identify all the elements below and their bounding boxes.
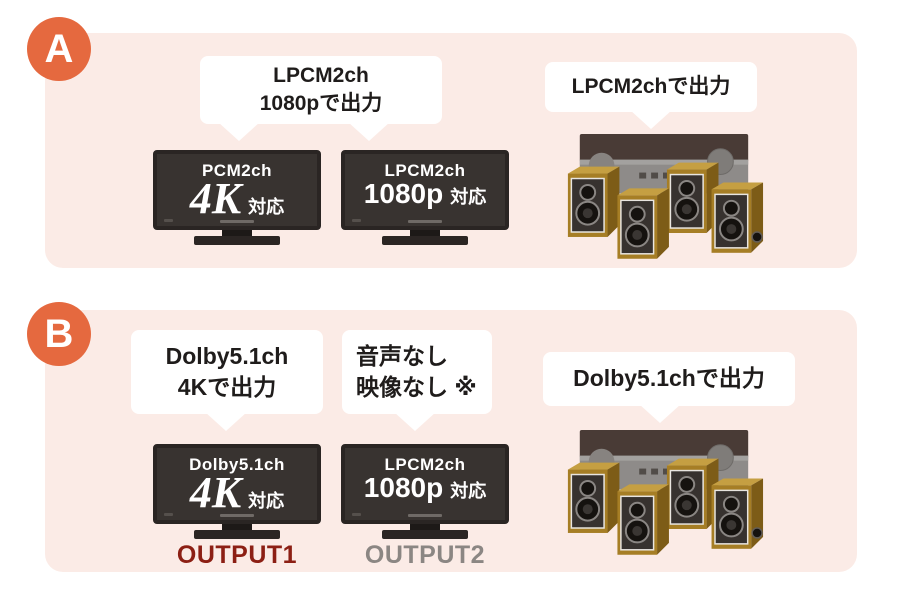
- bubble-b-tv2-line2: 映像なし ※: [356, 374, 477, 400]
- tv-b2-resolution-suffix: 対応: [450, 481, 487, 501]
- section-b-badge: B: [27, 302, 91, 366]
- output1-label: OUTPUT1: [176, 541, 298, 569]
- tv-a2-signal-label: LPCM2ch: [384, 161, 466, 180]
- tv-a2-resolution-suffix: 対応: [450, 187, 487, 207]
- tv-illustration: LPCM2ch 1080p 対応: [341, 150, 509, 230]
- tv-stand-neck: [410, 524, 440, 531]
- tv-b1-signal-label: Dolby5.1ch: [189, 455, 285, 474]
- bubble-a-tv-line1: LPCM2ch: [273, 63, 369, 87]
- tv-brand-mark: [164, 219, 173, 222]
- tv-b1-4k-output1: Dolby5.1ch 4K 対応: [153, 444, 321, 539]
- tv-illustration: Dolby5.1ch 4K 対応: [153, 444, 321, 524]
- tv-stand-neck: [410, 230, 440, 237]
- tv-speaker-bar: [408, 514, 442, 517]
- bubble-b-audio-output: Dolby5.1chで出力: [543, 352, 795, 423]
- tv-stand-base: [194, 236, 280, 245]
- speaker-system-svg: [558, 128, 768, 261]
- tv-a1-signal-label: PCM2ch: [201, 161, 273, 180]
- tv-b1-resolution: 4K 対応: [190, 471, 284, 515]
- section-a-badge: A: [27, 17, 91, 81]
- bubble-b-tv1-line1: Dolby5.1ch: [165, 342, 289, 369]
- bubble-tail-right: [348, 122, 390, 141]
- speaker-system-illustration: [558, 128, 768, 266]
- tv-speaker-bar: [220, 220, 254, 223]
- bubble-tail: [630, 110, 672, 129]
- tv-b1-resolution-suffix: 対応: [248, 491, 285, 511]
- bubble-a-tv-line2: 1080pで出力: [259, 92, 383, 115]
- tv-speaker-bar: [220, 514, 254, 517]
- tv-stand-neck: [222, 230, 252, 237]
- tv-b2-signal-label: LPCM2ch: [384, 455, 466, 474]
- output2-label: OUTPUT2: [364, 541, 486, 569]
- bubble-tail: [639, 404, 681, 423]
- tv-a2-1080p: LPCM2ch 1080p 対応: [341, 150, 509, 245]
- speaker-system-svg: [558, 424, 768, 557]
- bubble-b-tv1-line2: 4Kで出力: [177, 374, 277, 400]
- tv-stand-base: [382, 236, 468, 245]
- tv-stand-neck: [222, 524, 252, 531]
- tv-a1-4k: PCM2ch 4K 対応: [153, 150, 321, 245]
- tv-brand-mark: [352, 513, 361, 516]
- bubble-a-tv-output: LPCM2ch 1080pで出力: [200, 56, 442, 141]
- tv-b2-resolution-big: 1080p: [363, 472, 444, 503]
- tv-brand-mark: [164, 513, 173, 516]
- bubble-tail: [205, 412, 247, 431]
- tv-b2-resolution: 1080p 対応: [364, 471, 486, 505]
- bubble-a-audio-line1: LPCM2chで出力: [571, 74, 731, 98]
- tv-illustration: PCM2ch 4K 対応: [153, 150, 321, 230]
- section-a-badge-letter: A: [44, 26, 74, 71]
- section-b-badge-letter: B: [44, 311, 74, 356]
- tv-stand-base: [194, 530, 280, 539]
- tv-a2-resolution: 1080p 対応: [364, 177, 486, 211]
- bubble-a-audio-output: LPCM2chで出力: [545, 62, 757, 129]
- tv-speaker-bar: [408, 220, 442, 223]
- tv-b2-1080p-output2: LPCM2ch 1080p 対応: [341, 444, 509, 539]
- tv-a1-resolution: 4K 対応: [190, 177, 284, 221]
- tv-stand-base: [382, 530, 468, 539]
- tv-brand-mark: [352, 219, 361, 222]
- speaker-system-illustration: [558, 424, 768, 562]
- bubble-b-tv2-no-signal: 音声なし 映像なし ※: [342, 330, 492, 431]
- bubble-b-tv2-line1: 音声なし: [356, 342, 448, 369]
- bubble-b-tv1-output: Dolby5.1ch 4Kで出力: [131, 330, 323, 431]
- tv-a2-resolution-big: 1080p: [363, 178, 444, 209]
- tv-illustration: LPCM2ch 1080p 対応: [341, 444, 509, 524]
- tv-a1-resolution-big: 4K: [189, 174, 242, 223]
- bubble-b-audio-line1: Dolby5.1chで出力: [573, 365, 765, 392]
- bubble-tail: [394, 412, 436, 431]
- tv-a1-resolution-suffix: 対応: [248, 197, 285, 217]
- tv-b1-resolution-big: 4K: [189, 468, 242, 517]
- bubble-tail-left: [218, 122, 260, 141]
